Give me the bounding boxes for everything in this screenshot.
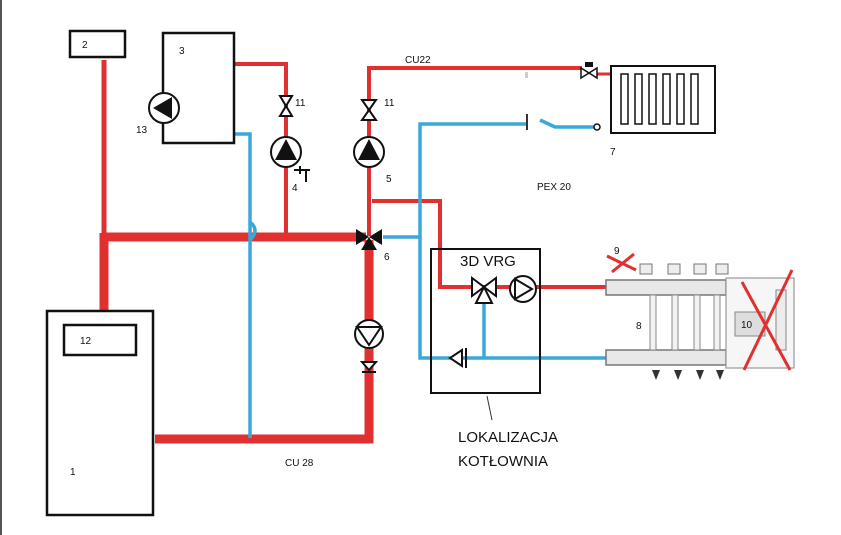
label-3d-vrg: 3D VRG bbox=[460, 253, 516, 270]
label-cu22: CU22 bbox=[405, 55, 431, 66]
label-7: 7 bbox=[610, 147, 616, 158]
crossover-hop bbox=[248, 220, 257, 242]
check-valve-icon bbox=[448, 348, 467, 368]
removed-item-cross bbox=[606, 252, 794, 371]
label-8: 8 bbox=[636, 321, 642, 332]
label-11b: 11 bbox=[384, 98, 395, 109]
label-6: 6 bbox=[384, 252, 390, 263]
label-pex20: PEX 20 bbox=[537, 182, 571, 193]
radiator-valve-icon bbox=[580, 62, 598, 80]
label-kotlownia: KOTŁOWNIA bbox=[458, 453, 548, 470]
pump-icon bbox=[353, 136, 385, 168]
label-13: 13 bbox=[136, 125, 148, 136]
boiler-room-box bbox=[430, 248, 541, 394]
manifold-icon bbox=[605, 263, 795, 380]
label-lokalizacja: LOKALIZACJA bbox=[458, 429, 558, 446]
callout-line bbox=[486, 395, 493, 421]
label-10: 10 bbox=[741, 320, 753, 331]
boiler-control-12 bbox=[62, 323, 138, 357]
label-cu28: CU 28 bbox=[285, 458, 314, 469]
tank-3 bbox=[161, 31, 236, 145]
three-way-valve-icon bbox=[471, 276, 497, 304]
three-way-valve-icon bbox=[356, 229, 382, 250]
radiator-icon bbox=[593, 65, 716, 134]
label-12: 12 bbox=[80, 336, 92, 347]
floor-return-pipe bbox=[418, 237, 606, 360]
pump-icon bbox=[509, 275, 537, 303]
check-valve-icon bbox=[359, 361, 379, 373]
pump-icon bbox=[354, 319, 384, 349]
valve-icon bbox=[360, 99, 378, 121]
floor-supply-pipe bbox=[372, 199, 606, 289]
label-9: 9 bbox=[614, 246, 620, 257]
tank-supply-pipe bbox=[233, 62, 288, 237]
pipe-joint bbox=[525, 72, 528, 78]
tank-return-pipe bbox=[233, 132, 252, 438]
label-2: 2 bbox=[82, 40, 88, 51]
pump-icon bbox=[270, 136, 302, 168]
boiler-1 bbox=[45, 309, 155, 517]
pump-icon bbox=[148, 92, 180, 124]
label-11a: 11 bbox=[295, 98, 306, 109]
label-1: 1 bbox=[70, 467, 76, 478]
expansion-vessel-2 bbox=[68, 29, 127, 59]
radiator-return-pipe bbox=[383, 122, 527, 239]
label-3: 3 bbox=[179, 46, 185, 57]
radiator-supply-pipe bbox=[367, 66, 582, 236]
label-5: 5 bbox=[386, 174, 392, 185]
radiator-return-pipe-2 bbox=[539, 118, 597, 129]
label-4: 4 bbox=[292, 183, 298, 194]
valve-icon bbox=[278, 95, 294, 117]
drain-tap-icon bbox=[294, 166, 310, 182]
